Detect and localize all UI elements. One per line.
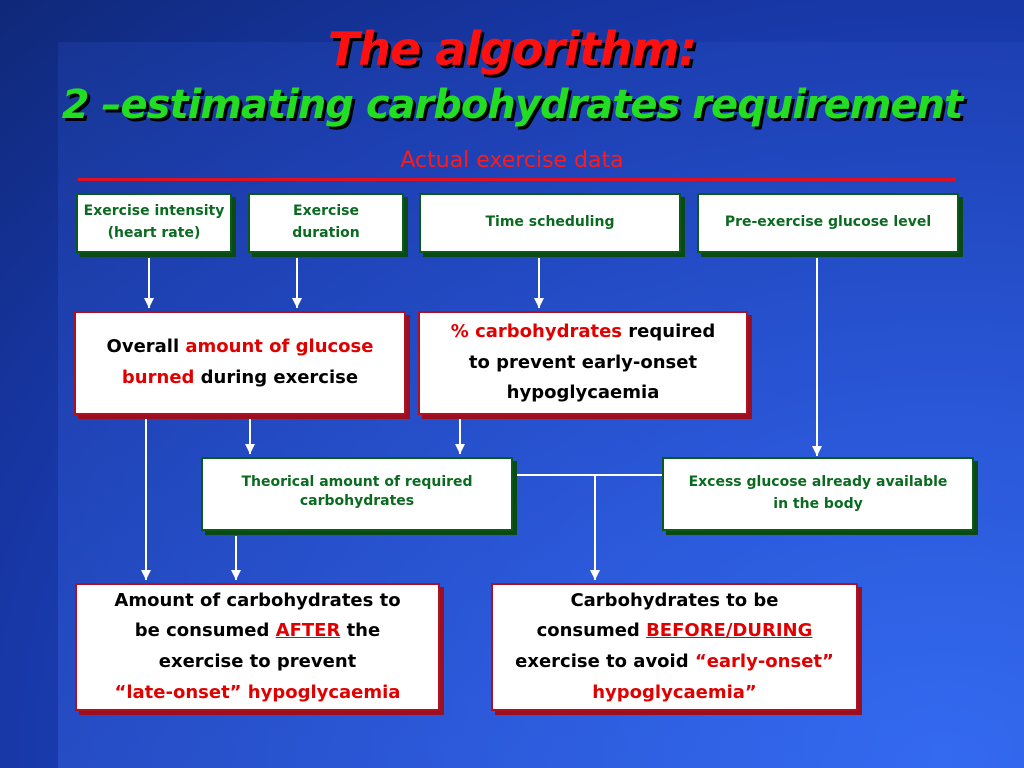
after-exercise-box: Amount of carbohydrates to be consumed A… <box>75 583 440 711</box>
before-during-exercise-box: Carbohydrates to be consumed BEFORE/DURI… <box>491 583 858 711</box>
slide-title: The algorithm: <box>327 22 697 76</box>
divider-line <box>78 178 956 181</box>
slide-subtitle-heading: 2 –estimating carbohydrates requirement <box>61 82 963 128</box>
input-pre-exercise-glucose: Pre-exercise glucose level <box>697 193 959 253</box>
section-label: Actual exercise data <box>400 148 624 173</box>
percent-carbohydrates-box: % carbohydrates required to prevent earl… <box>418 311 748 415</box>
overall-glucose-burned-box: Overall amount of glucose burned during … <box>74 311 406 415</box>
input-time-scheduling: Time scheduling <box>419 193 681 253</box>
input-exercise-intensity: Exercise intensity(heart rate) <box>76 193 232 253</box>
